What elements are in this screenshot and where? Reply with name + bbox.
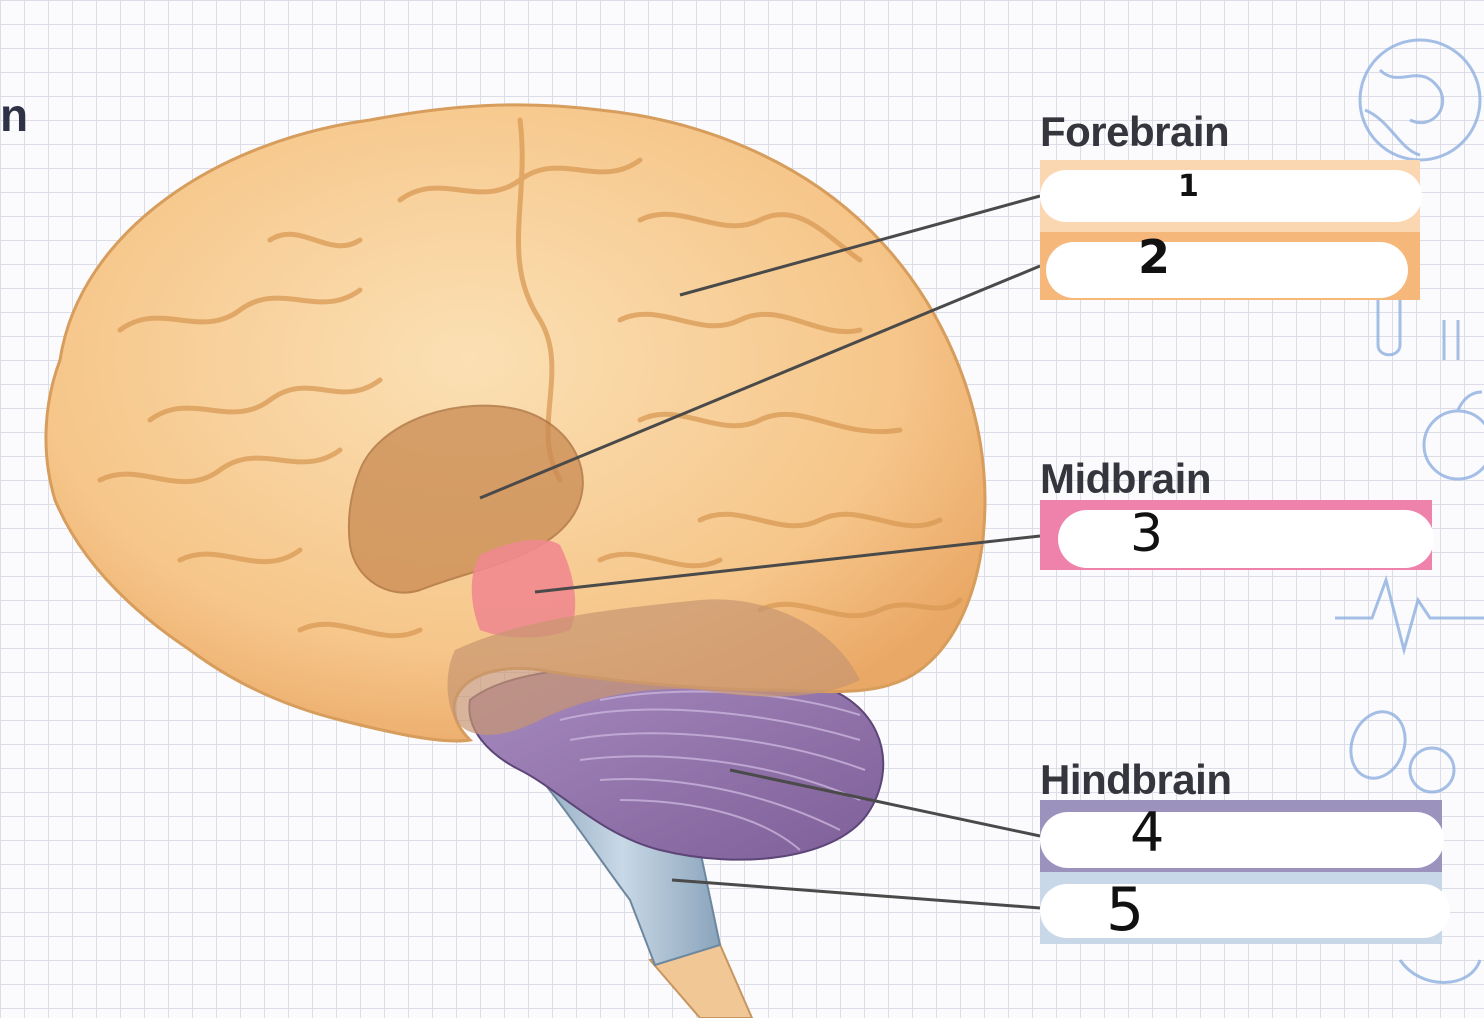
pill-doodle (1349, 710, 1482, 984)
leader-line-2 (479, 264, 1041, 500)
blank-number-4: 4 (1130, 801, 1165, 864)
test-tube-doodle (1376, 300, 1460, 360)
redaction-2 (1046, 242, 1408, 298)
redaction-1 (1040, 170, 1422, 222)
page-title-fragment: n (0, 89, 29, 141)
hindbrain-title: Hindbrain (1040, 756, 1232, 803)
globe-doodle (1358, 38, 1482, 162)
thalamus (471, 539, 576, 638)
leader-line-4 (729, 768, 1041, 838)
heartbeat-doodle (1335, 574, 1484, 656)
blank-number-5: 5 (1106, 875, 1145, 945)
forebrain-title: Forebrain (1040, 108, 1230, 155)
redaction-5 (1040, 884, 1450, 938)
cerebellum (468, 665, 885, 861)
leader-line-5 (671, 878, 1041, 910)
leader-lines (479, 194, 1041, 910)
apple-doodle (1422, 390, 1484, 481)
leader-line-3 (534, 534, 1041, 594)
redaction-4 (1040, 812, 1444, 868)
redaction-3 (1058, 510, 1434, 568)
leader-line-1 (679, 194, 1041, 297)
blank-number-2: 2 (1138, 230, 1171, 284)
midbrain-region (447, 599, 860, 735)
blank-number-3: 3 (1130, 504, 1164, 564)
midbrain-title: Midbrain (1040, 455, 1212, 502)
blank-number-1: 1 (1178, 169, 1199, 204)
